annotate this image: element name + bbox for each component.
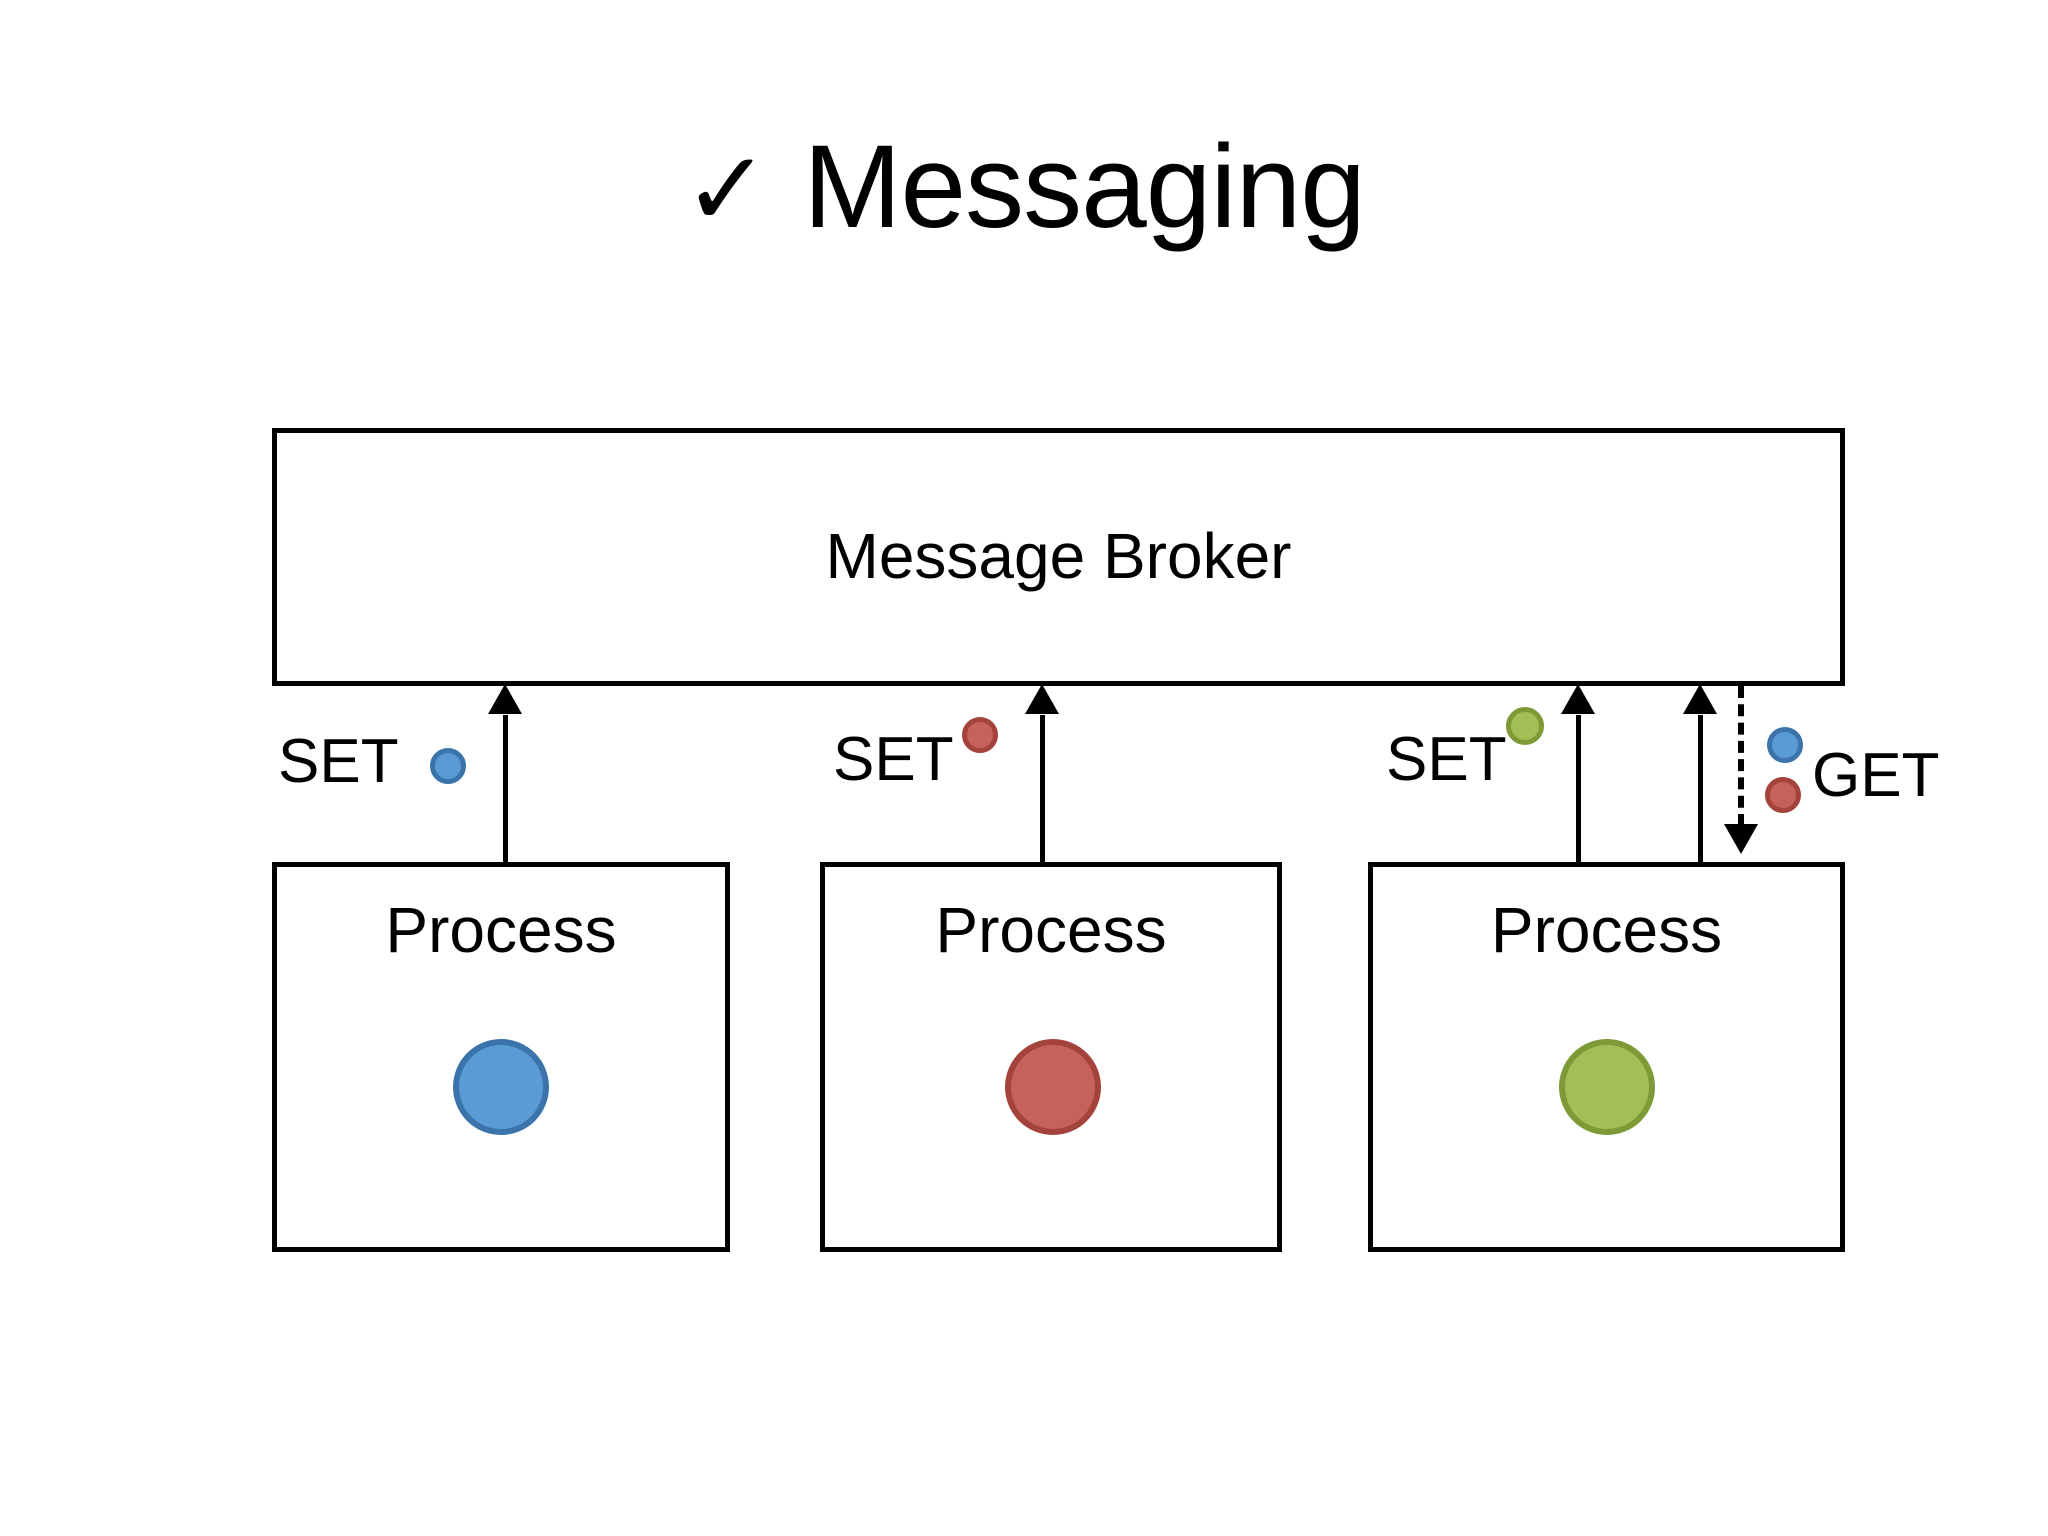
publish-arrow-head-2	[1025, 684, 1059, 714]
message-broker-box[interactable]: Message Broker	[272, 428, 1845, 686]
subscribe-request-arrow-line	[1698, 715, 1703, 863]
process-box-1[interactable]: Process	[272, 862, 730, 1252]
publish-arrow-head-1	[488, 684, 522, 714]
publish-arrow-head-3	[1561, 684, 1595, 714]
publish-arrow-line-1	[503, 715, 508, 863]
check-icon: ✓	[683, 128, 770, 250]
set-label-2: SET	[833, 725, 954, 794]
set-dot-1	[430, 748, 466, 784]
process-dot-3	[1559, 1039, 1655, 1135]
set-dot-3	[1506, 707, 1544, 745]
process-dot-1	[453, 1039, 549, 1135]
process-box-3[interactable]: Process	[1368, 862, 1845, 1252]
subscribe-request-arrow-head	[1683, 684, 1717, 714]
process-dot-2	[1005, 1039, 1101, 1135]
page-title-text: Messaging	[803, 121, 1366, 253]
process-label-1: Process	[385, 894, 617, 966]
page-title: ✓Messaging	[0, 128, 2048, 246]
set-dot-2	[962, 717, 998, 753]
message-broker-label: Message Broker	[825, 520, 1292, 592]
set-label-1: SET	[278, 727, 399, 796]
process-box-2[interactable]: Process	[820, 862, 1282, 1252]
process-label-2: Process	[935, 894, 1167, 966]
get-dot-blue	[1767, 727, 1803, 763]
deliver-arrow-line-dashed	[1738, 686, 1744, 826]
get-dot-red	[1765, 777, 1801, 813]
get-label: GET	[1812, 741, 1940, 810]
set-label-3: SET	[1386, 725, 1507, 794]
publish-arrow-line-2	[1040, 715, 1045, 863]
publish-arrow-line-3	[1576, 715, 1581, 863]
process-label-3: Process	[1490, 894, 1723, 966]
deliver-arrow-head	[1724, 824, 1758, 854]
